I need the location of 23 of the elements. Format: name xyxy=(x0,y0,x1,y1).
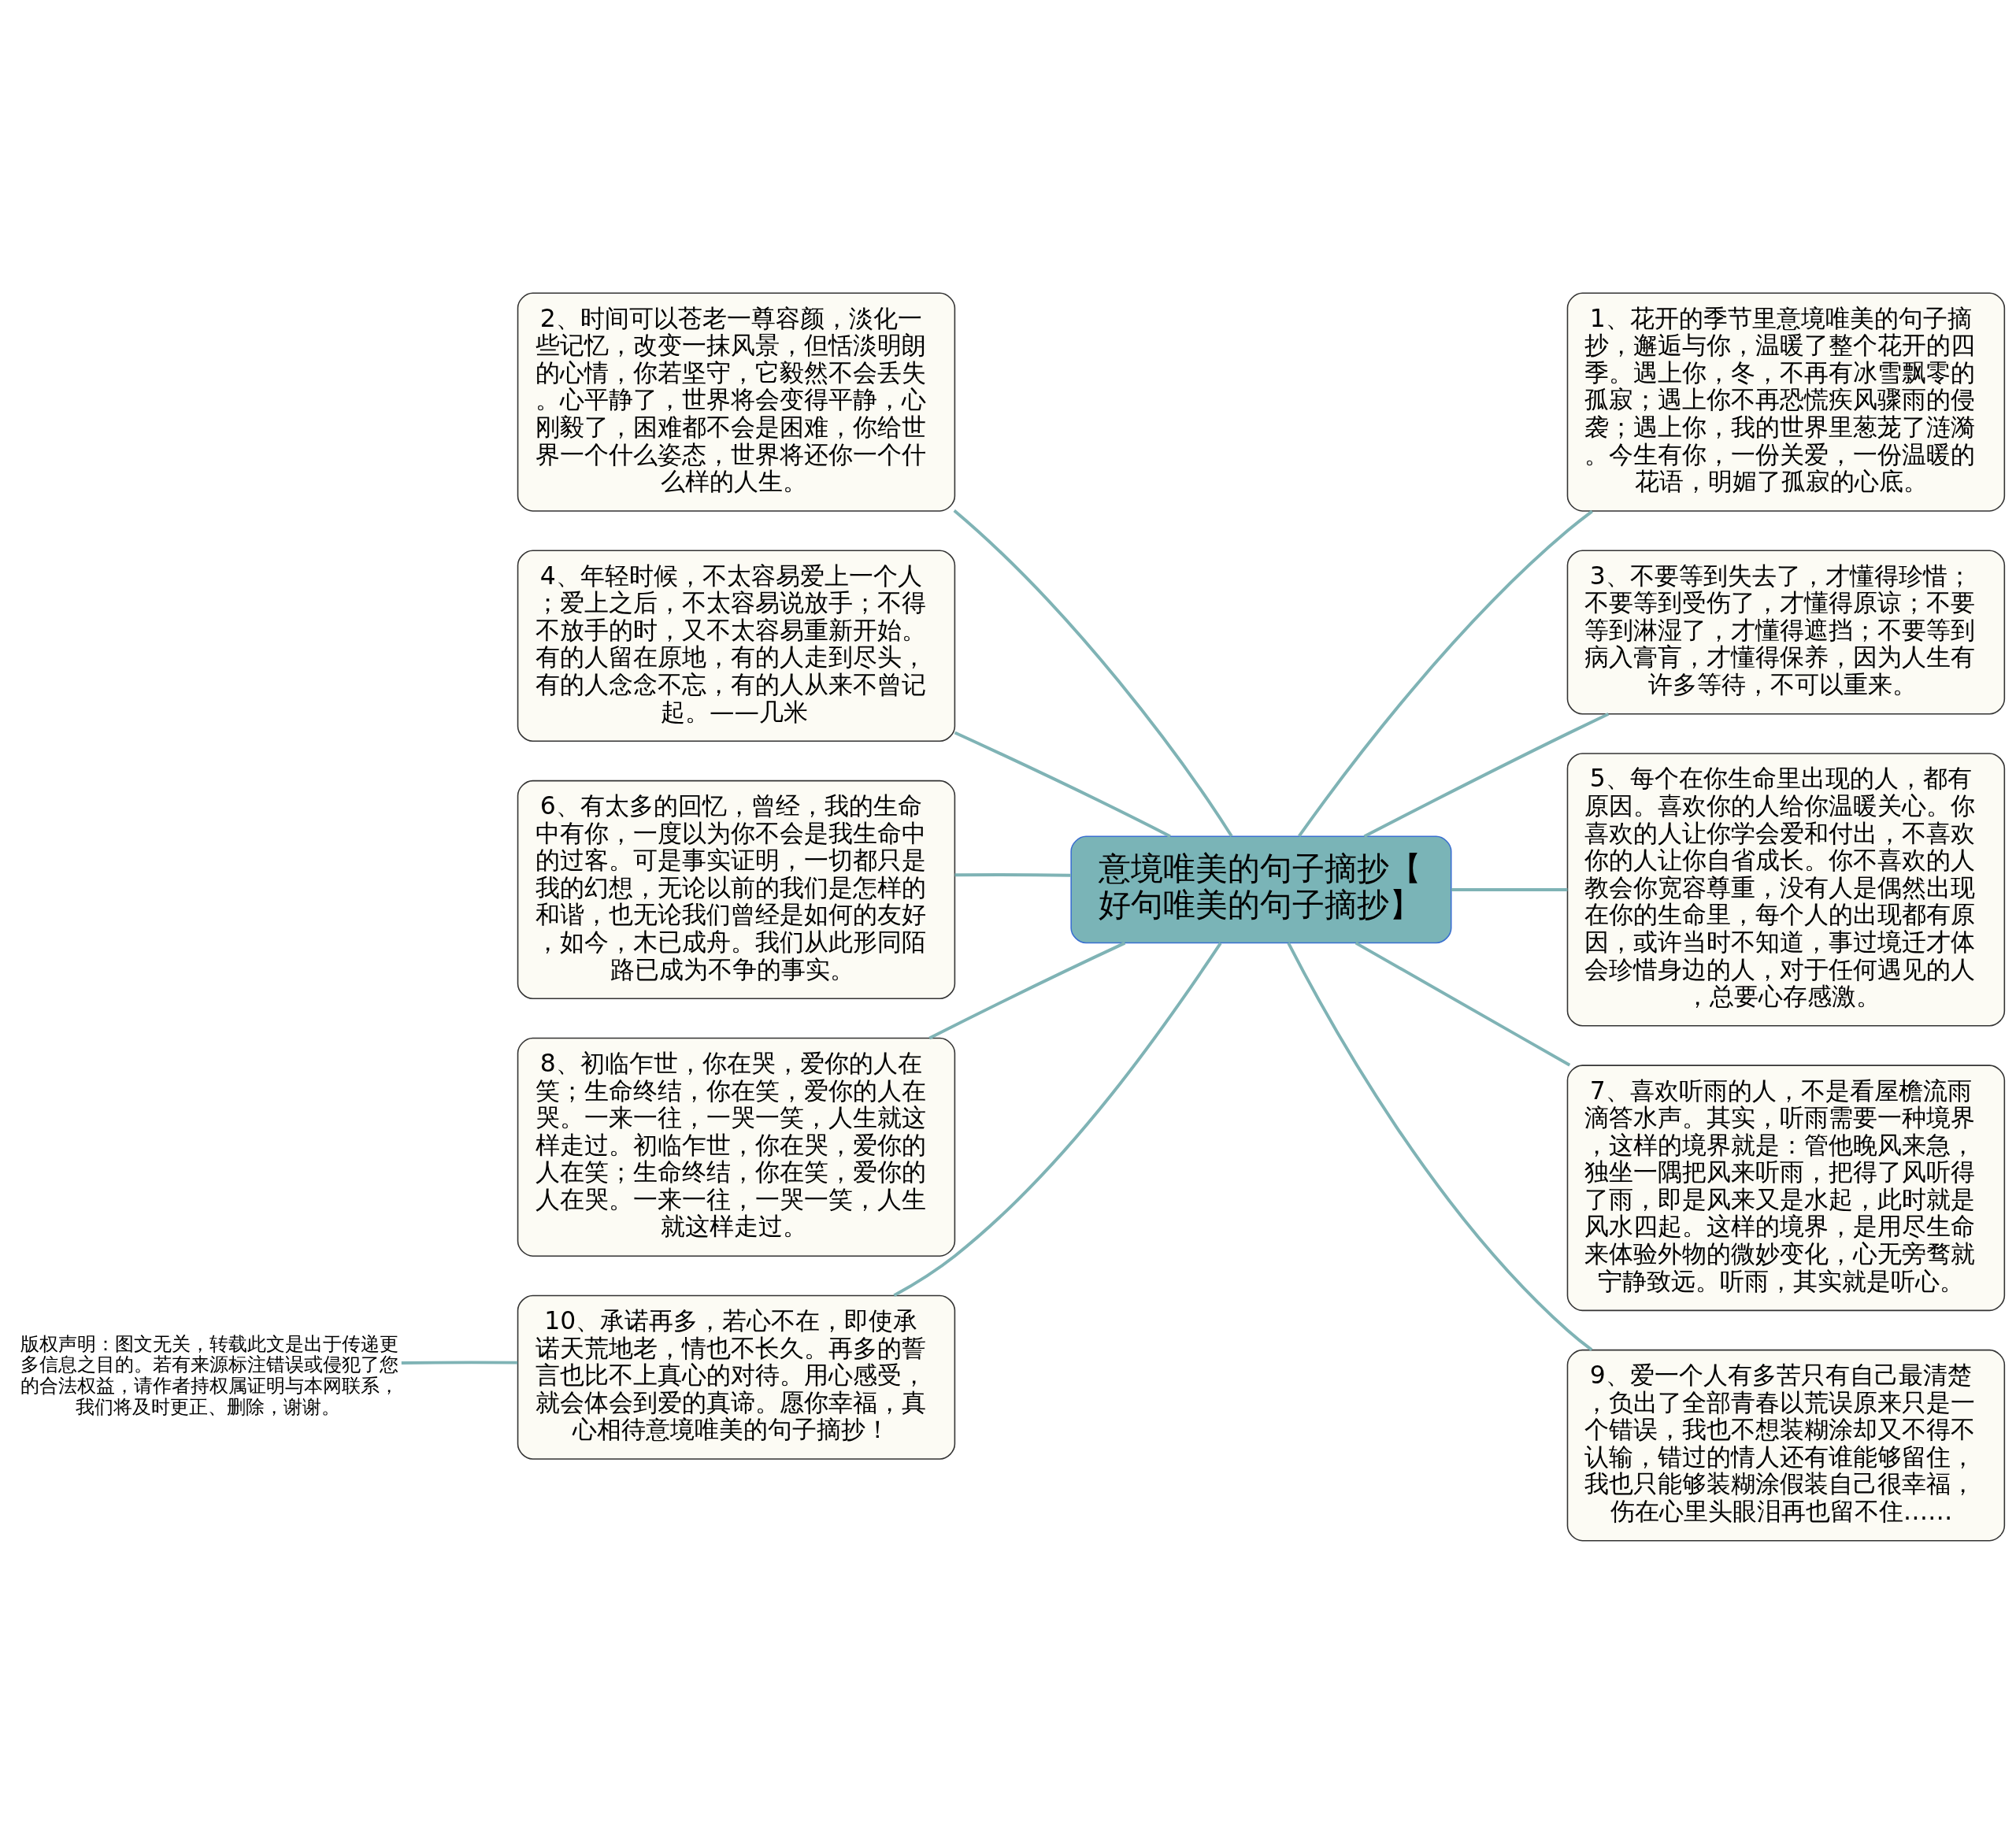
connector xyxy=(953,509,1233,837)
node-box: 7、喜欢听雨的人，不是看屋檐流雨滴答水声。其实，听雨需要一种境界，这样的境界就是：管他晚风来急，独坐一隅把风来听雨，把得了风听得了雨，即是风来又是水起，此时就是风水四起。这样的境界，是用尽生命来体验外物的微妙变化，心无旁骛就宁静致远。听雨，其实就是听心。 xyxy=(1566,1064,2006,1311)
node-box: 1、花开的季节里意境唯美的句子摘抄，邂逅与你，温暖了整个花开的四季。遇上你，冬，不再有冰雪飘零的孤寂；遇上你不再恐慌疾风骤雨的侵袭；遇上你，我的世界里葱茏了涟漪。今生有你，一份关爱，一份温暖的花语，明媚了孤寂的心底。 xyxy=(1566,292,2006,512)
connector xyxy=(1354,941,1571,1066)
node-box: 10、承诺再多，若心不在，即使承诺天荒地老，情也不长久。再多的誓言也比不上真心的对待。用心感受，就会体会到爱的真谛。愿你幸福，真心相待意境唯美的句子摘抄！ xyxy=(517,1294,956,1460)
connector xyxy=(893,942,1222,1297)
connector xyxy=(954,872,1071,877)
node-box: 6、有太多的回忆，曾经，我的生命中有你，一度以为你不会是我生命中的过客。可是事实证明，一切都只是我的幻想，无论以前的我们是怎样的和谐，也无论我们曾经是如何的友好，如今，木已成舟。我们从此形同陌路已成为不争的事实。 xyxy=(517,779,956,999)
connector xyxy=(1451,887,1568,891)
connector xyxy=(954,731,1171,838)
node-box: 8、初临乍世，你在哭，爱你的人在笑；生命终结，你在笑，爱你的人在哭。一来一往，一哭一笑，人生就这样走过。初临乍世，你在哭，爱你的人在笑；生命终结，你在笑，爱你的人在哭。一来一往，一哭一笑，人生就这样走过。 xyxy=(517,1037,956,1257)
node-box: 4、年轻时候，不太容易爱上一个人；爱上之后，不太容易说放手；不得不放手的时，又不太容易重新开始。有的人留在原地，有的人走到尽头，有的人念念不忘，有的人从来不曾记起。——几米 xyxy=(517,549,956,742)
connector xyxy=(1287,942,1593,1351)
connector xyxy=(401,1360,518,1365)
node-box: 9、爱一个人有多苦只有自己最清楚，负出了全部青春以荒误原来只是一个错误，我也不想装糊涂却又不得不认输，错过的情人还有谁能够留住，我也只能够装糊涂假装自己很幸福，伤在心里头眼泪再也留不住…… xyxy=(1566,1349,2006,1541)
node-box: 5、每个在你生命里出现的人，都有原因。喜欢你的人给你温暖关心。你喜欢的人让你学会爱和付出，不喜欢你的人让你自省成长。你不喜欢的人教会你宽容尊重，没有人是偶然出现在你的生命里，每个人的出现都有原因，或许当时不知道，事过境迁才体会珍惜身边的人，对于任何遇见的人，总要心存感激。 xyxy=(1566,752,2006,1027)
node-text: 版权声明：图文无关，转载此文是出于传递更多信息之目的。若有来源标注错误或侵犯了您的合法权益，请作者持权属证明与本网联系，我们将及时更正、删除，谢谢。 xyxy=(20,1332,398,1418)
connector xyxy=(928,941,1126,1039)
connector xyxy=(1363,712,1610,838)
connector xyxy=(1298,509,1593,837)
node-box: 意境唯美的句子摘抄【好句唯美的句子摘抄】 xyxy=(1070,835,1452,943)
node-box: 3、不要等到失去了，才懂得珍惜；不要等到受伤了，才懂得原谅；不要等到淋湿了，才懂得遮挡；不要等到病入膏肓，才懂得保养，因为人生有许多等待，不可以重来。 xyxy=(1566,549,2006,714)
node-box: 2、时间可以苍老一尊容颜，淡化一些记忆，改变一抹风景，但恬淡明朗的心情，你若坚守，它毅然不会丢失。心平静了，世界将会变得平静，心刚毅了，困难都不会是困难，你给世界一个什么姿态，世界将还你一个什么样的人生。 xyxy=(517,292,956,512)
